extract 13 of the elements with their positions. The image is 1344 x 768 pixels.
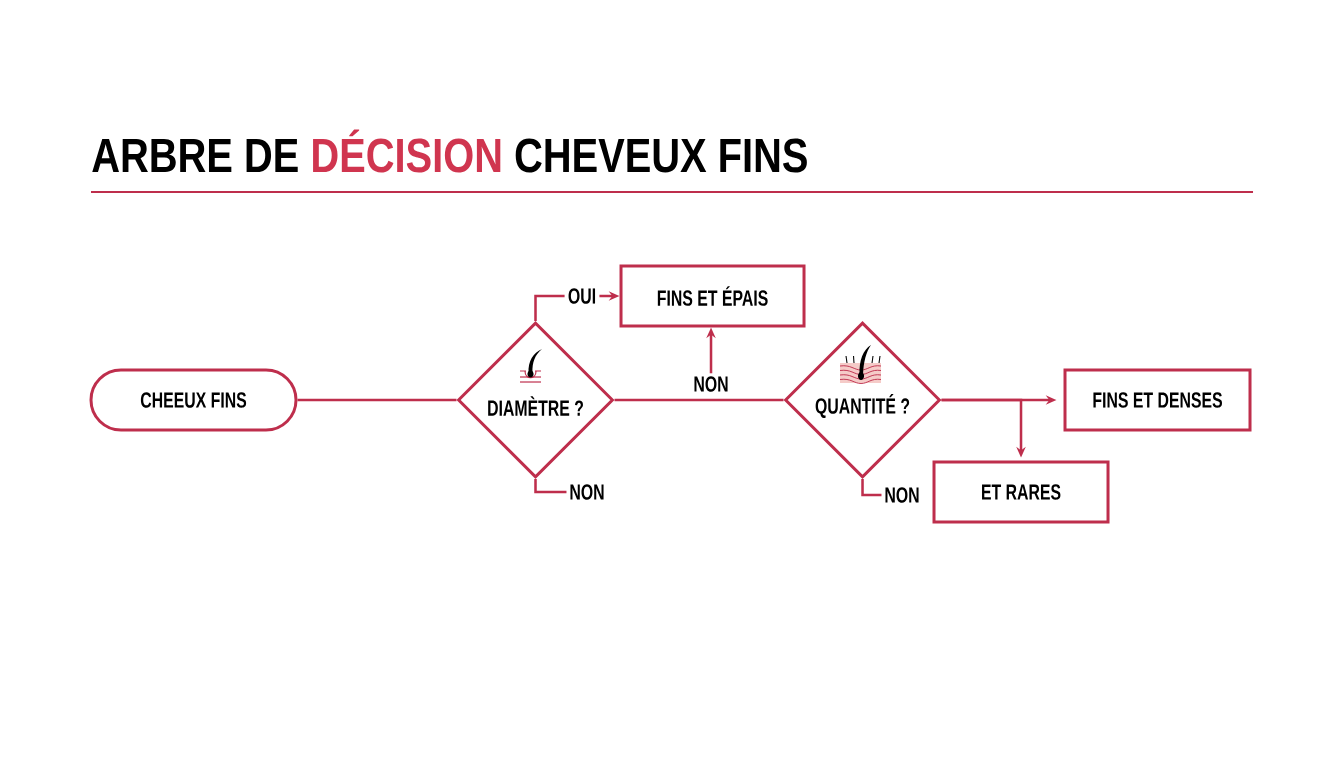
connector-line xyxy=(297,398,457,402)
rounded-box: CHEEUX FINS xyxy=(89,368,298,432)
result-box: ET RARES xyxy=(932,460,1110,524)
answer-label: NON xyxy=(694,376,728,392)
result-box: FINS ET ÉPAIS xyxy=(619,264,806,328)
result-box: FINS ET DENSES xyxy=(1063,368,1252,432)
title: ARBRE DE DÉCISION CHEVEUX FINS xyxy=(92,129,807,173)
edge-label: OUI xyxy=(564,284,600,308)
connector-line xyxy=(861,479,882,497)
connector-line xyxy=(534,479,567,494)
answer-label: NON xyxy=(570,484,604,500)
answer-label: NON xyxy=(885,487,919,503)
connector-line xyxy=(614,398,784,402)
